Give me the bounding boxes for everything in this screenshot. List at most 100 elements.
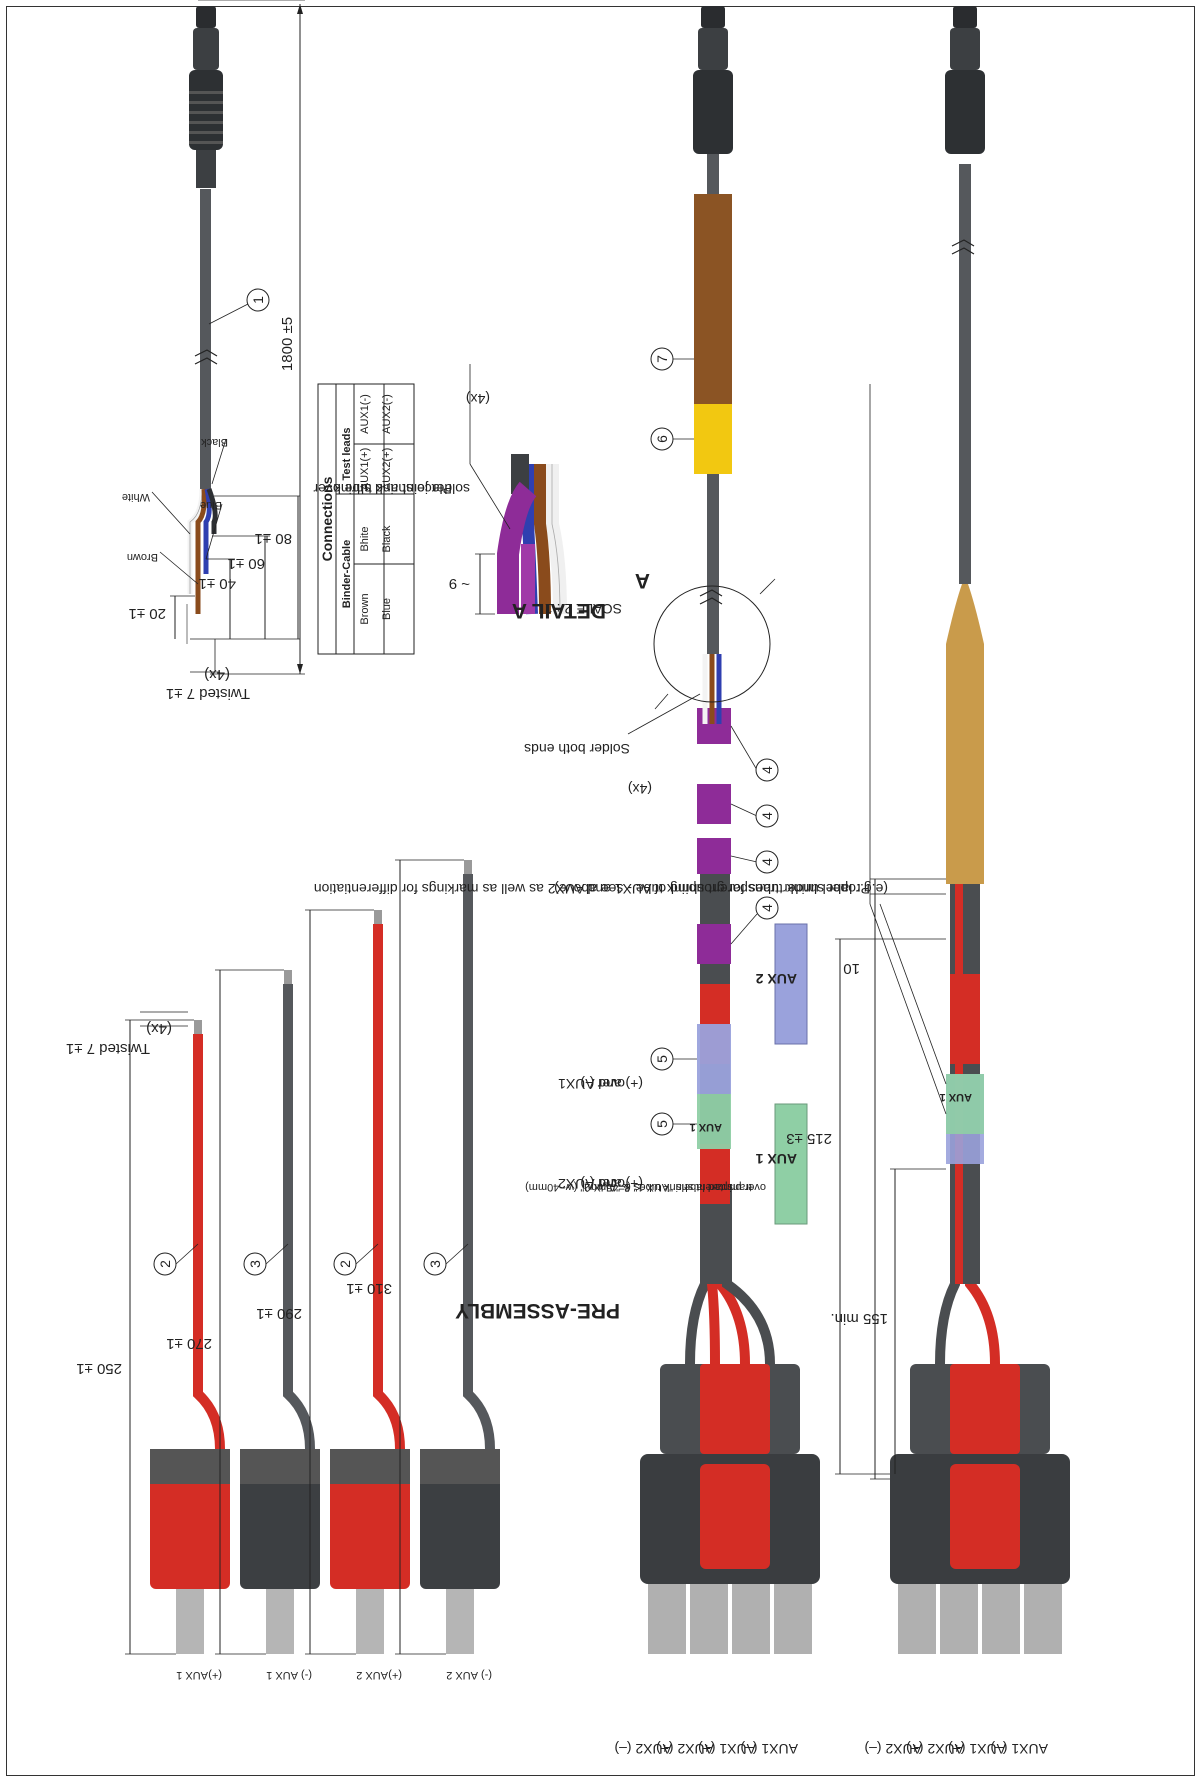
lead-length-dim: 290 ±1 xyxy=(256,1305,302,1322)
solder-count: (4x) xyxy=(628,781,652,797)
detail-dim: ~ 9 xyxy=(449,575,470,592)
final-label-aux1: AUX 1 xyxy=(940,1091,972,1103)
detail-ref: A xyxy=(635,569,650,592)
lead-plug-polarity: (+) xyxy=(208,1669,222,1681)
plug-tip xyxy=(176,1589,204,1654)
lead-length-dim: 250 ±1 xyxy=(76,1360,122,1377)
lead-balloon xyxy=(423,1252,447,1276)
drawing-frame xyxy=(6,6,1195,1776)
dim-155: 155 min. xyxy=(830,1310,888,1327)
balloon-7: 7 xyxy=(654,355,670,363)
lead-stripped-end xyxy=(194,1020,202,1034)
plug-housing xyxy=(240,1464,320,1589)
over-aux2-2: (+) and (-) xyxy=(580,1176,643,1192)
balloon-4b: 4 xyxy=(759,858,775,866)
leads-twist-count: (4x) xyxy=(146,1020,172,1037)
lead-stripped-end xyxy=(464,860,472,874)
balloon-5b: 5 xyxy=(654,1055,670,1063)
final-plug-0: AUX2 (–) xyxy=(864,1741,922,1757)
binder-length-dim: 1800 ±5 xyxy=(279,317,296,371)
solder-note: Solder both ends xyxy=(524,741,630,757)
lead-cable xyxy=(193,1034,225,1450)
dim-215: 215 ±3 xyxy=(786,1130,832,1147)
binder-twist-label: Twisted 7 ±1 xyxy=(166,685,250,702)
pre-plug-1: AUX2 (+) xyxy=(656,1741,714,1757)
final-assembly: AUX 1 10 215 ±3 155 min. Proper shrink t… xyxy=(314,6,1070,1654)
lead-balloon xyxy=(153,1252,177,1276)
lead-length-dim: 270 ±1 xyxy=(166,1335,212,1352)
balloon-5a: 5 xyxy=(654,1120,670,1128)
connections-title: Connections xyxy=(319,476,335,561)
lead-plug-label: AUX 2 xyxy=(356,1669,388,1681)
dim-40: 40 ±1 xyxy=(199,575,236,592)
plug-grip xyxy=(240,1449,320,1484)
detail-note-1: Place shrink tube over xyxy=(313,481,452,497)
detail-title: DETAIL A xyxy=(512,599,606,622)
detail-scale: SCALE 2 : 1 xyxy=(545,601,622,617)
binder-cable: 1800 ±5 1 White Brown Blue Blac xyxy=(122,0,305,702)
conn-row-0-b: AUX1(+) xyxy=(359,448,371,491)
connections-header-leads: Test leads xyxy=(341,428,353,481)
binder-twist-count: (4x) xyxy=(204,666,230,683)
balloon-4d: 4 xyxy=(759,766,775,774)
conn-row-2-a: Blue xyxy=(381,598,393,620)
pre-plug-labels: AUX2 (–) AUX2 (+) AUX1 (+) AUX1 (–) xyxy=(614,1741,798,1757)
final-plug-2: AUX1 (+) xyxy=(948,1741,1006,1757)
balloon-1: 1 xyxy=(250,296,266,304)
final-note-2: (e.g.: label under transparent shrink tu… xyxy=(554,881,888,897)
pre-plugs xyxy=(640,1364,820,1654)
lead-plug-label: AUX 1 xyxy=(266,1669,298,1681)
connections-table xyxy=(317,383,415,655)
lead-plug-label: AUX 1 xyxy=(176,1669,208,1681)
lead-plug-polarity: (-) xyxy=(301,1669,312,1681)
conn-row-3-a: Black xyxy=(381,525,393,552)
plug-tip xyxy=(446,1589,474,1654)
lead-plug-polarity: (+) xyxy=(388,1669,402,1681)
plug-grip xyxy=(150,1449,230,1484)
detail-note-2: solder joint and shrink xyxy=(333,481,470,497)
final-plug-1: AUX2 (+) xyxy=(906,1741,964,1757)
dim-10: 10 xyxy=(843,960,860,977)
pre-plug-0: AUX2 (–) xyxy=(614,1741,672,1757)
lead-cable xyxy=(283,984,315,1450)
lead-balloon xyxy=(243,1252,267,1276)
connections-table-text: Connections Binder-Cable Test leads Brow… xyxy=(319,394,393,624)
pre-plug-3: AUX1 (–) xyxy=(740,1741,798,1757)
plug-grip xyxy=(420,1449,500,1484)
plug-tip xyxy=(266,1589,294,1654)
final-plug-3: AUX1 (–) xyxy=(990,1741,1048,1757)
label-sample-aux2: AUX 2 xyxy=(756,971,797,987)
lead-balloon xyxy=(333,1252,357,1276)
wire-black: Black xyxy=(201,436,228,448)
balloon-6: 6 xyxy=(654,435,670,443)
plug-housing xyxy=(420,1464,500,1589)
pre-assembly: AUX 1 A Solder both ends (4x) 4 xyxy=(455,6,820,1654)
shrink-note-2: over printed labels "AUX 1" & "AUX 2" (w… xyxy=(525,1181,766,1193)
lead-plug-polarity: (-) xyxy=(481,1669,492,1681)
leads-twist: Twisted 7 ±1 (4x) xyxy=(66,1011,188,1057)
wire-blue: Blue xyxy=(200,499,222,511)
over-aux1-2: (+) and (-) xyxy=(580,1076,643,1092)
balloons-4: 4 4 4 4 xyxy=(730,725,779,945)
lead-stripped-end xyxy=(284,970,292,984)
lead-plug-label: AUX 2 xyxy=(446,1669,478,1681)
plug-grip xyxy=(330,1449,410,1484)
lead-balloon-number: 2 xyxy=(157,1260,173,1268)
conn-row-2-b: AUX2(+) xyxy=(381,448,393,491)
dim-60: 60 ±1 xyxy=(228,555,265,572)
pre-assembly-title: PRE-ASSEMBLY xyxy=(455,1299,620,1322)
lead-cable xyxy=(373,924,405,1450)
pre-plug-2: AUX1 (+) xyxy=(698,1741,756,1757)
lead-length-dim: 310 ±1 xyxy=(346,1280,392,1297)
dim-20: 20 ±1 xyxy=(129,605,166,622)
balloon-4a: 4 xyxy=(759,904,775,912)
bundle-label-aux1: AUX 1 xyxy=(690,1121,722,1133)
wire-white: White xyxy=(122,491,150,503)
plug-housing xyxy=(150,1464,230,1589)
plug-housing xyxy=(330,1464,410,1589)
lead-balloon-number: 3 xyxy=(427,1260,443,1268)
